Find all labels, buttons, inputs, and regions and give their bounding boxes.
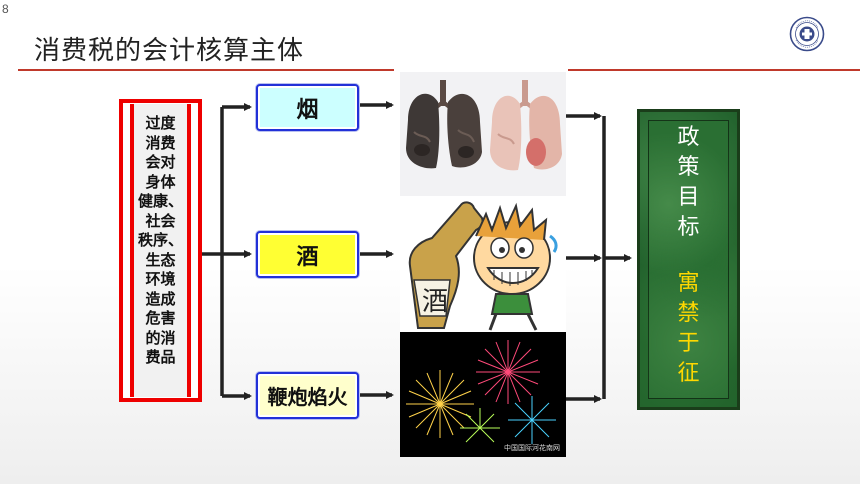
fireworks-caption: 中国国际河花南网 <box>504 444 560 452</box>
policy-goal-box: 政 策 目 标 寓 禁 于 征 <box>637 109 740 410</box>
drunk-cartoon-icon: 酒 <box>408 201 558 331</box>
consumer-goods-description-inner: 过度 消费 会对 身体 健康、 社会 秩序、 生态 环境 造成 危害 的消 费品 <box>130 104 191 397</box>
slide-title: 消费税的会计核算主体 <box>34 36 305 66</box>
consumer-goods-description-text: 过度 消费 会对 身体 健康、 社会 秩序、 生态 环境 造成 危害 的消 费品 <box>137 114 183 366</box>
bottle-label-text: 酒 <box>422 287 448 317</box>
lungs-image <box>400 72 566 196</box>
title-underline-gap <box>394 67 568 73</box>
policy-goal-inner: 政 策 目 标 寓 禁 于 征 <box>648 120 729 399</box>
consumer-goods-description-box: 过度 消费 会对 身体 健康、 社会 秩序、 生态 环境 造成 危害 的消 费品 <box>119 99 202 402</box>
page-number: 8 <box>2 2 9 16</box>
fireworks-icon <box>406 340 556 444</box>
category-fireworks-box: 鞭炮焰火 <box>256 372 359 419</box>
policy-goal-label: 政 策 目 标 <box>677 125 700 240</box>
category-alcohol-box: 酒 <box>256 231 359 278</box>
policy-goal-value: 寓 禁 于 征 <box>677 271 700 386</box>
drunk-cartoon-image: 酒 <box>400 196 566 332</box>
university-seal-icon <box>789 16 825 52</box>
fireworks-image: 中国国际河花南网 <box>400 332 566 457</box>
category-tobacco-box: 烟 <box>256 84 359 131</box>
lungs-icon <box>406 80 562 171</box>
